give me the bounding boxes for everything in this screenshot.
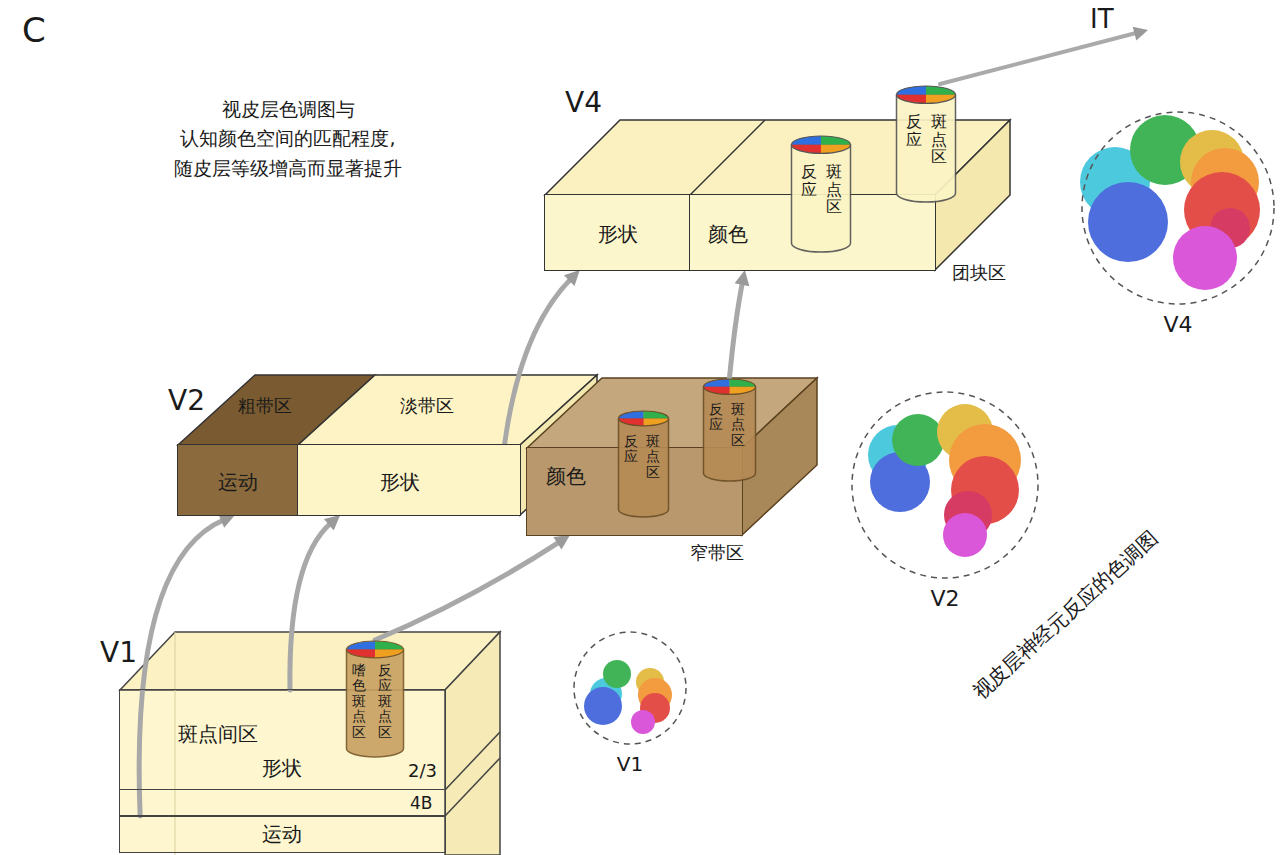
hue-map-circle: V1: [572, 630, 688, 746]
note-text: 视皮层色调图与 认知颜色空间的匹配程度, 随皮层等级增高而显著提升: [148, 95, 428, 183]
blob-cylinder: 反应斑点区: [790, 135, 852, 253]
v4-hue-map: [1080, 115, 1260, 290]
region-label: 形状: [380, 470, 420, 494]
region-label: 4B: [410, 793, 432, 813]
map-name: V1: [572, 752, 688, 776]
panel-letter: C: [22, 10, 46, 51]
pathway-arrow: [504, 278, 571, 445]
stripe-compartment: 粗带区运动: [178, 445, 298, 515]
arrow-head: [218, 514, 235, 528]
region-label: 运动: [262, 822, 302, 846]
region-label: 淡带区: [400, 395, 454, 417]
region-label: 团块区: [952, 262, 1006, 284]
stripe-compartment: 颜色窄带区反应斑点区反应斑点区: [527, 448, 742, 535]
area-name: V2: [168, 384, 205, 418]
arrow-head: [553, 535, 570, 549]
axis-caption: 视皮层神经元反应的色调图: [968, 526, 1162, 704]
map-name: V4: [1080, 312, 1276, 338]
v2-box: V2粗带区运动淡带区形状: [178, 445, 520, 515]
area-name: IT: [1090, 4, 1114, 35]
region-label: 反应: [709, 402, 723, 433]
blob-cylinder: 反应斑点区: [895, 85, 957, 203]
pathway-arrow: [290, 523, 331, 690]
blob-cylinder: 反应斑点区: [617, 410, 670, 518]
v4-split-line: [690, 120, 765, 195]
pathway-arrow: [375, 542, 560, 640]
v2-hue-map: [868, 404, 1021, 557]
region-label: 粗带区: [238, 395, 292, 417]
region-label: 斑点间区: [178, 722, 258, 746]
layer-line: [445, 732, 500, 790]
region-label: 运动: [218, 470, 258, 494]
v1-side-face: [445, 632, 500, 855]
arrow-head: [564, 270, 580, 286]
region-label: 斑点区: [931, 113, 947, 166]
blob-cylinder: 嗜色斑点区反应斑点区: [345, 640, 405, 758]
region-label: 斑点区: [646, 434, 660, 480]
layer-band: 运动: [120, 816, 445, 852]
v1-hue-map: [584, 660, 672, 734]
it-arrow-line: [940, 33, 1136, 84]
region-label: 窄带区: [690, 542, 744, 564]
arrow-head: [735, 270, 750, 286]
blob-cylinder: 反应斑点区: [702, 378, 757, 482]
region-label: 斑点区: [731, 402, 745, 448]
v4-compartment: 形状: [545, 195, 690, 270]
hue-map-circle: V2: [850, 390, 1040, 580]
area-name: V1: [100, 636, 137, 670]
region-label: 嗜色斑点区: [352, 663, 366, 740]
layer-band: 4B: [120, 790, 445, 816]
layer-line: [445, 758, 500, 816]
region-label: 形状: [598, 222, 638, 246]
it-arrow-head: [1133, 27, 1148, 41]
region-label: 反应: [906, 113, 922, 148]
v4-box: V4形状颜色团块区反应斑点区反应斑点区: [545, 195, 935, 270]
region-label: 颜色: [546, 464, 586, 488]
v4-compartment: 颜色团块区反应斑点区反应斑点区: [690, 195, 935, 270]
v1-box: V1斑点间区形状2/3嗜色斑点区反应斑点区4B运动: [120, 690, 445, 852]
dashed-circle: [850, 390, 1040, 580]
stripe-compartment: 淡带区形状: [298, 445, 520, 515]
cylinder-shape: [895, 85, 957, 203]
cylinder-shape: [790, 135, 852, 253]
pathway-arrow: [139, 520, 224, 816]
region-label: 斑点区: [826, 163, 842, 216]
area-name: V4: [565, 86, 602, 120]
region-label: 2/3: [408, 760, 437, 782]
region-label: 反应斑点区: [378, 663, 392, 740]
region-label: 形状: [262, 756, 302, 780]
v1-top-face: [120, 632, 500, 690]
dashed-circle: [1080, 110, 1276, 306]
map-name: V2: [850, 586, 1040, 612]
dashed-circle: [572, 630, 688, 746]
arrow-head: [324, 515, 340, 530]
pathway-arrow: [730, 282, 743, 378]
region-label: 反应: [624, 434, 638, 465]
region-label: 颜色: [708, 222, 748, 246]
layer-band: 斑点间区形状2/3嗜色斑点区反应斑点区: [120, 690, 445, 790]
v1-back-edge: [175, 632, 176, 855]
hue-map-circle: V4: [1080, 110, 1276, 306]
region-label: 反应: [801, 163, 817, 198]
